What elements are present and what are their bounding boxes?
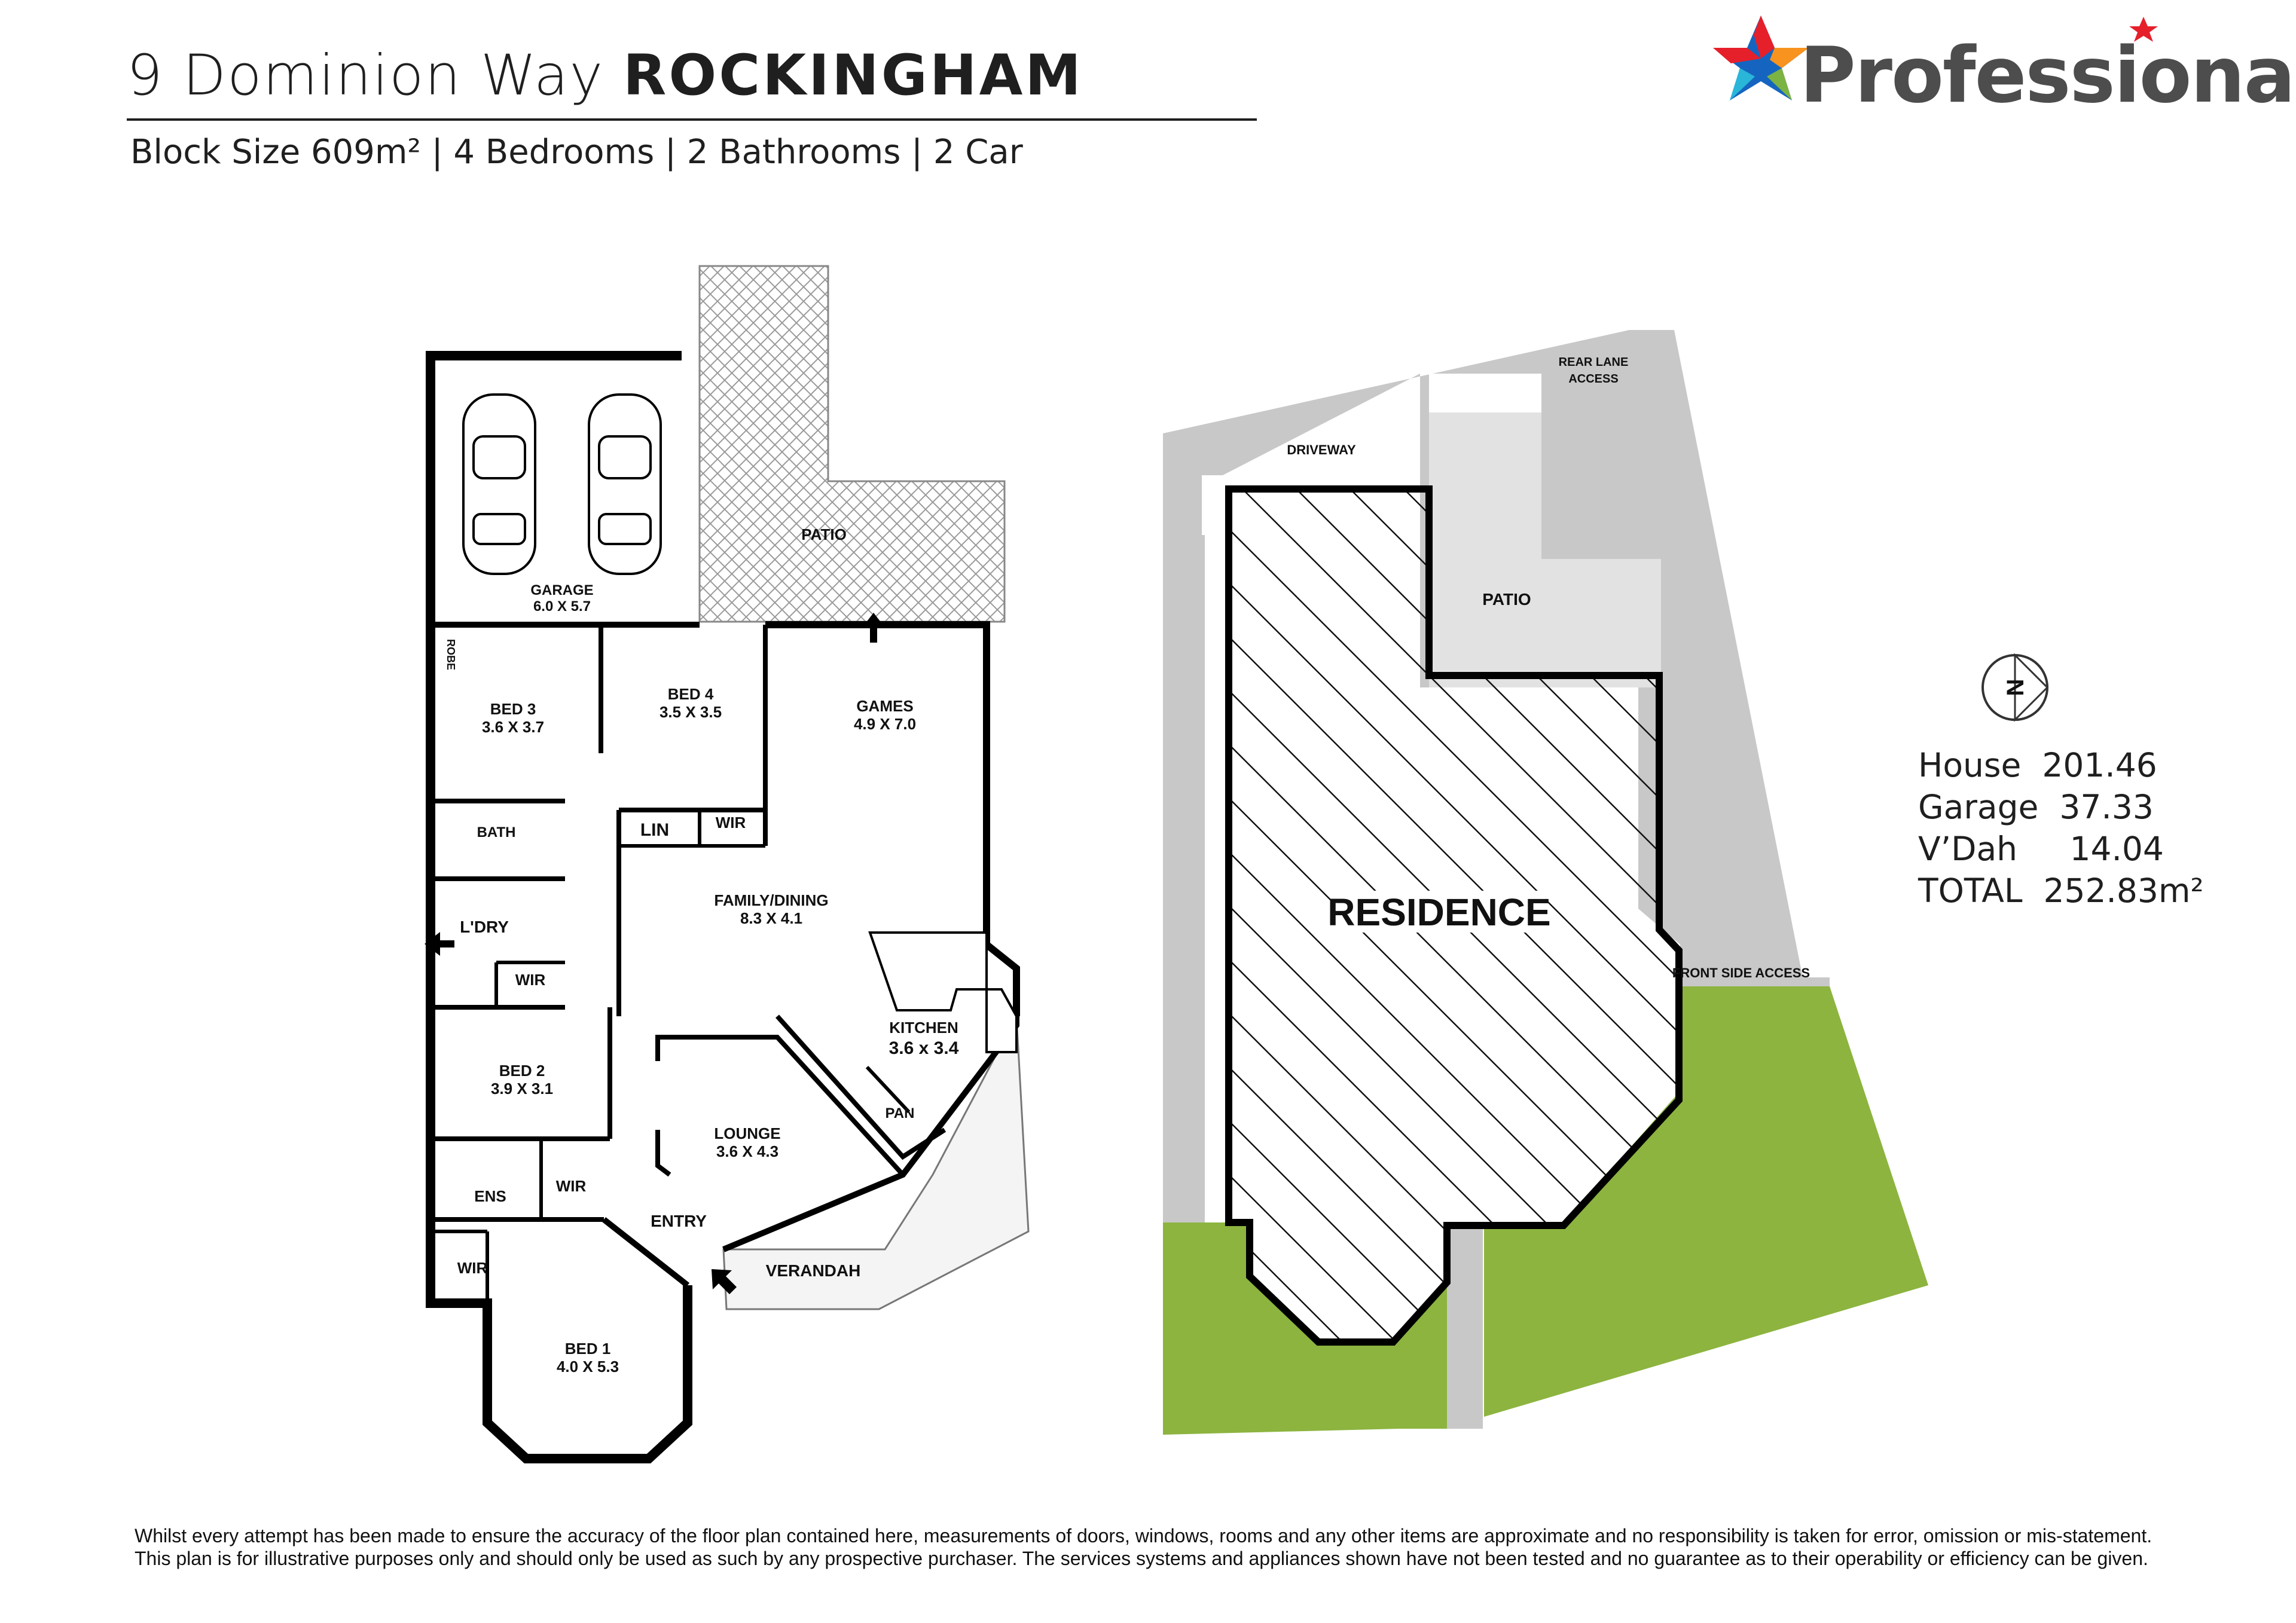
room-wir-label: WIR	[716, 814, 746, 832]
area-summary: House 201.46 Garage 37.33 V’Dah 14.04 TO…	[1918, 744, 2204, 912]
patio-area	[1429, 412, 1661, 687]
front-side-access-label: FRONT SIDE ACCESS	[1672, 965, 1810, 980]
residence-label: RESIDENCE	[1327, 891, 1550, 934]
floor-plan: GARAGE 6.0 X 5.7 PATIO ROBE BED 3 3.6 X …	[425, 265, 1030, 1463]
lawn-area	[1484, 986, 1928, 1417]
room-family-dining-label: FAMILY/DINING	[714, 891, 828, 909]
room-lounge-size: 3.6 X 4.3	[716, 1142, 778, 1160]
room-kitchen-size: 3.6 x 3.4	[889, 1038, 959, 1058]
room-bed4-size: 3.5 X 3.5	[660, 703, 722, 721]
entry-wall	[602, 1217, 690, 1288]
room-pantry-label: PAN	[886, 1105, 915, 1121]
area-row-verandah: V’Dah 14.04	[1918, 830, 2164, 868]
room-labels: GARAGE 6.0 X 5.7 PATIO ROBE BED 3 3.6 X …	[445, 525, 959, 1376]
room-bed2-label: BED 2	[499, 1062, 545, 1080]
room-ensuite-label: ENS	[474, 1187, 506, 1205]
room-lounge-label: LOUNGE	[714, 1124, 780, 1142]
room-bed2-size: 3.9 X 3.1	[491, 1080, 553, 1098]
room-entry-label: ENTRY	[651, 1212, 707, 1230]
arrow-icon	[862, 613, 886, 643]
paving-area	[1163, 330, 1830, 1222]
car-icon	[462, 393, 662, 575]
room-patio-label: PATIO	[801, 525, 847, 543]
room-laundry-label: L'DRY	[460, 918, 509, 936]
room-wir-label: WIR	[515, 971, 546, 989]
room-family-dining-size: 8.3 X 4.1	[740, 909, 802, 927]
room-bed3-size: 3.6 X 3.7	[482, 718, 544, 736]
driveway-label: DRIVEWAY	[1287, 442, 1356, 457]
outer-wall	[426, 351, 692, 1463]
room-bath-label: BATH	[477, 824, 516, 840]
area-row-total: TOTAL 252.83m²	[1918, 872, 2204, 910]
page-title: 9 Dominion Way ROCKINGHAM	[127, 43, 1083, 108]
property-specs: Block Size 609m² | 4 Bedrooms | 2 Bathro…	[130, 133, 1023, 172]
rear-lane-label: REAR LANE	[1559, 356, 1629, 369]
room-bed3-label: BED 3	[490, 700, 536, 718]
room-garage-size: 6.0 X 5.7	[533, 598, 591, 615]
area-row-garage: Garage 37.33	[1918, 788, 2154, 826]
disclaimer: Whilst every attempt has been made to en…	[135, 1524, 2197, 1570]
room-games-label: GAMES	[856, 697, 913, 715]
professionals-star-icon	[1713, 16, 2158, 100]
address-suburb: ROCKINGHAM	[622, 43, 1083, 108]
arrow-icon	[425, 932, 454, 956]
disclaimer-line-2: This plan is for illustrative purposes o…	[135, 1548, 2148, 1569]
site-plan: RESIDENCE PATIO DRIVEWAY REAR LANE ACCES…	[1163, 330, 2049, 1435]
room-robe-label: ROBE	[445, 639, 457, 670]
room-games-size: 4.9 X 7.0	[854, 715, 916, 733]
address-street: 9 Dominion Way	[127, 43, 604, 108]
room-kitchen-label: KITCHEN	[889, 1019, 958, 1037]
room-verandah-label: VERANDAH	[766, 1261, 861, 1280]
compass-n-label: N	[2002, 679, 2029, 696]
room-bed1-size: 4.0 X 5.3	[557, 1358, 619, 1376]
access-label: ACCESS	[1568, 372, 1618, 386]
room-bed1-label: BED 1	[565, 1340, 611, 1358]
room-bed4-label: BED 4	[668, 685, 714, 703]
compass-north-icon: N	[1981, 653, 2049, 722]
room-garage-label: GARAGE	[530, 582, 593, 598]
room-lin-label: LIN	[640, 820, 669, 840]
room-wir-label: WIR	[457, 1259, 488, 1277]
arrow-icon	[712, 1269, 737, 1294]
room-wir-label: WIR	[556, 1177, 587, 1195]
patio-area	[698, 265, 1006, 623]
brand-name: Professionals	[1800, 31, 2296, 120]
patio-label: PATIO	[1482, 590, 1531, 609]
title-underline	[127, 118, 1257, 121]
area-row-house: House 201.46	[1918, 746, 2157, 784]
disclaimer-line-1: Whilst every attempt has been made to en…	[135, 1525, 2152, 1546]
